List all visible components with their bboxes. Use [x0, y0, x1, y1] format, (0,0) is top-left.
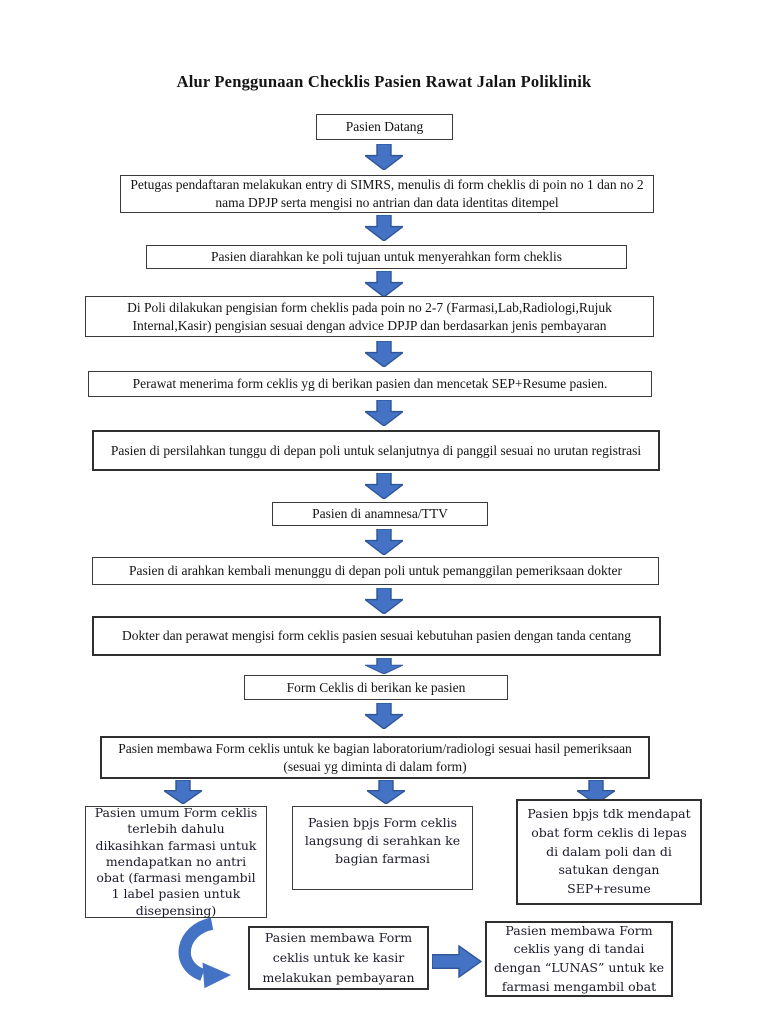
- page-title: Alur Penggunaan Checklis Pasien Rawat Ja…: [176, 72, 592, 91]
- down-arrow-icon: [365, 703, 403, 729]
- right-arrow-icon: [432, 945, 482, 978]
- step-pasien-datang: Pasien Datang: [316, 114, 453, 140]
- step-dokter-mengisi-ceklis: Dokter dan perawat mengisi form ceklis p…: [92, 616, 661, 656]
- step-entry-simrs: Petugas pendaftaran melakukan entry di S…: [120, 175, 654, 213]
- step-tunggu-pemeriksaan-dokter: Pasien di arahkan kembali menunggu di de…: [92, 557, 659, 585]
- step-anamnesa-ttv: Pasien di anamnesa/TTV: [272, 502, 488, 526]
- down-arrow-icon: [367, 780, 405, 804]
- branch-pasien-umum: Pasien umum Form ceklis terlebih dahulu …: [85, 805, 267, 918]
- down-arrow-icon: [577, 780, 615, 804]
- down-arrow-icon: [365, 529, 403, 555]
- branch-pasien-bpjs-tanpa-obat: Pasien bpjs tdk mendapat obat form cekli…: [516, 799, 702, 905]
- step-kasir-pembayaran: Pasien membawa Form ceklis untuk ke kasi…: [248, 926, 429, 990]
- step-tunggu-depan-poli: Pasien di persilahkan tunggu di depan po…: [92, 430, 660, 471]
- down-arrow-icon: [365, 341, 403, 367]
- branch-pasien-bpjs-farmasi: Pasien bpjs Form ceklis langsung di sera…: [292, 806, 473, 890]
- down-arrow-icon: [365, 473, 403, 499]
- step-diarahkan-ke-poli: Pasien diarahkan ke poli tujuan untuk me…: [146, 245, 627, 269]
- step-form-diberikan: Form Ceklis di berikan ke pasien: [244, 675, 508, 700]
- curved-arrow-icon: [174, 916, 250, 994]
- down-arrow-icon: [365, 400, 403, 426]
- down-arrow-icon: [365, 215, 403, 241]
- down-arrow-icon: [365, 271, 403, 297]
- down-arrow-icon: [164, 780, 202, 804]
- down-arrow-icon: [365, 144, 403, 170]
- step-perawat-menerima: Perawat menerima form ceklis yg di berik…: [88, 371, 652, 397]
- down-arrow-icon: [365, 658, 403, 674]
- step-pengisian-di-poli: Di Poli dilakukan pengisian form cheklis…: [85, 296, 654, 337]
- step-bawa-lab-radiologi: Pasien membawa Form ceklis untuk ke bagi…: [100, 736, 650, 779]
- step-lunas-ambil-obat: Pasien membawa Form ceklis yang di tanda…: [485, 921, 673, 997]
- down-arrow-icon: [365, 588, 403, 614]
